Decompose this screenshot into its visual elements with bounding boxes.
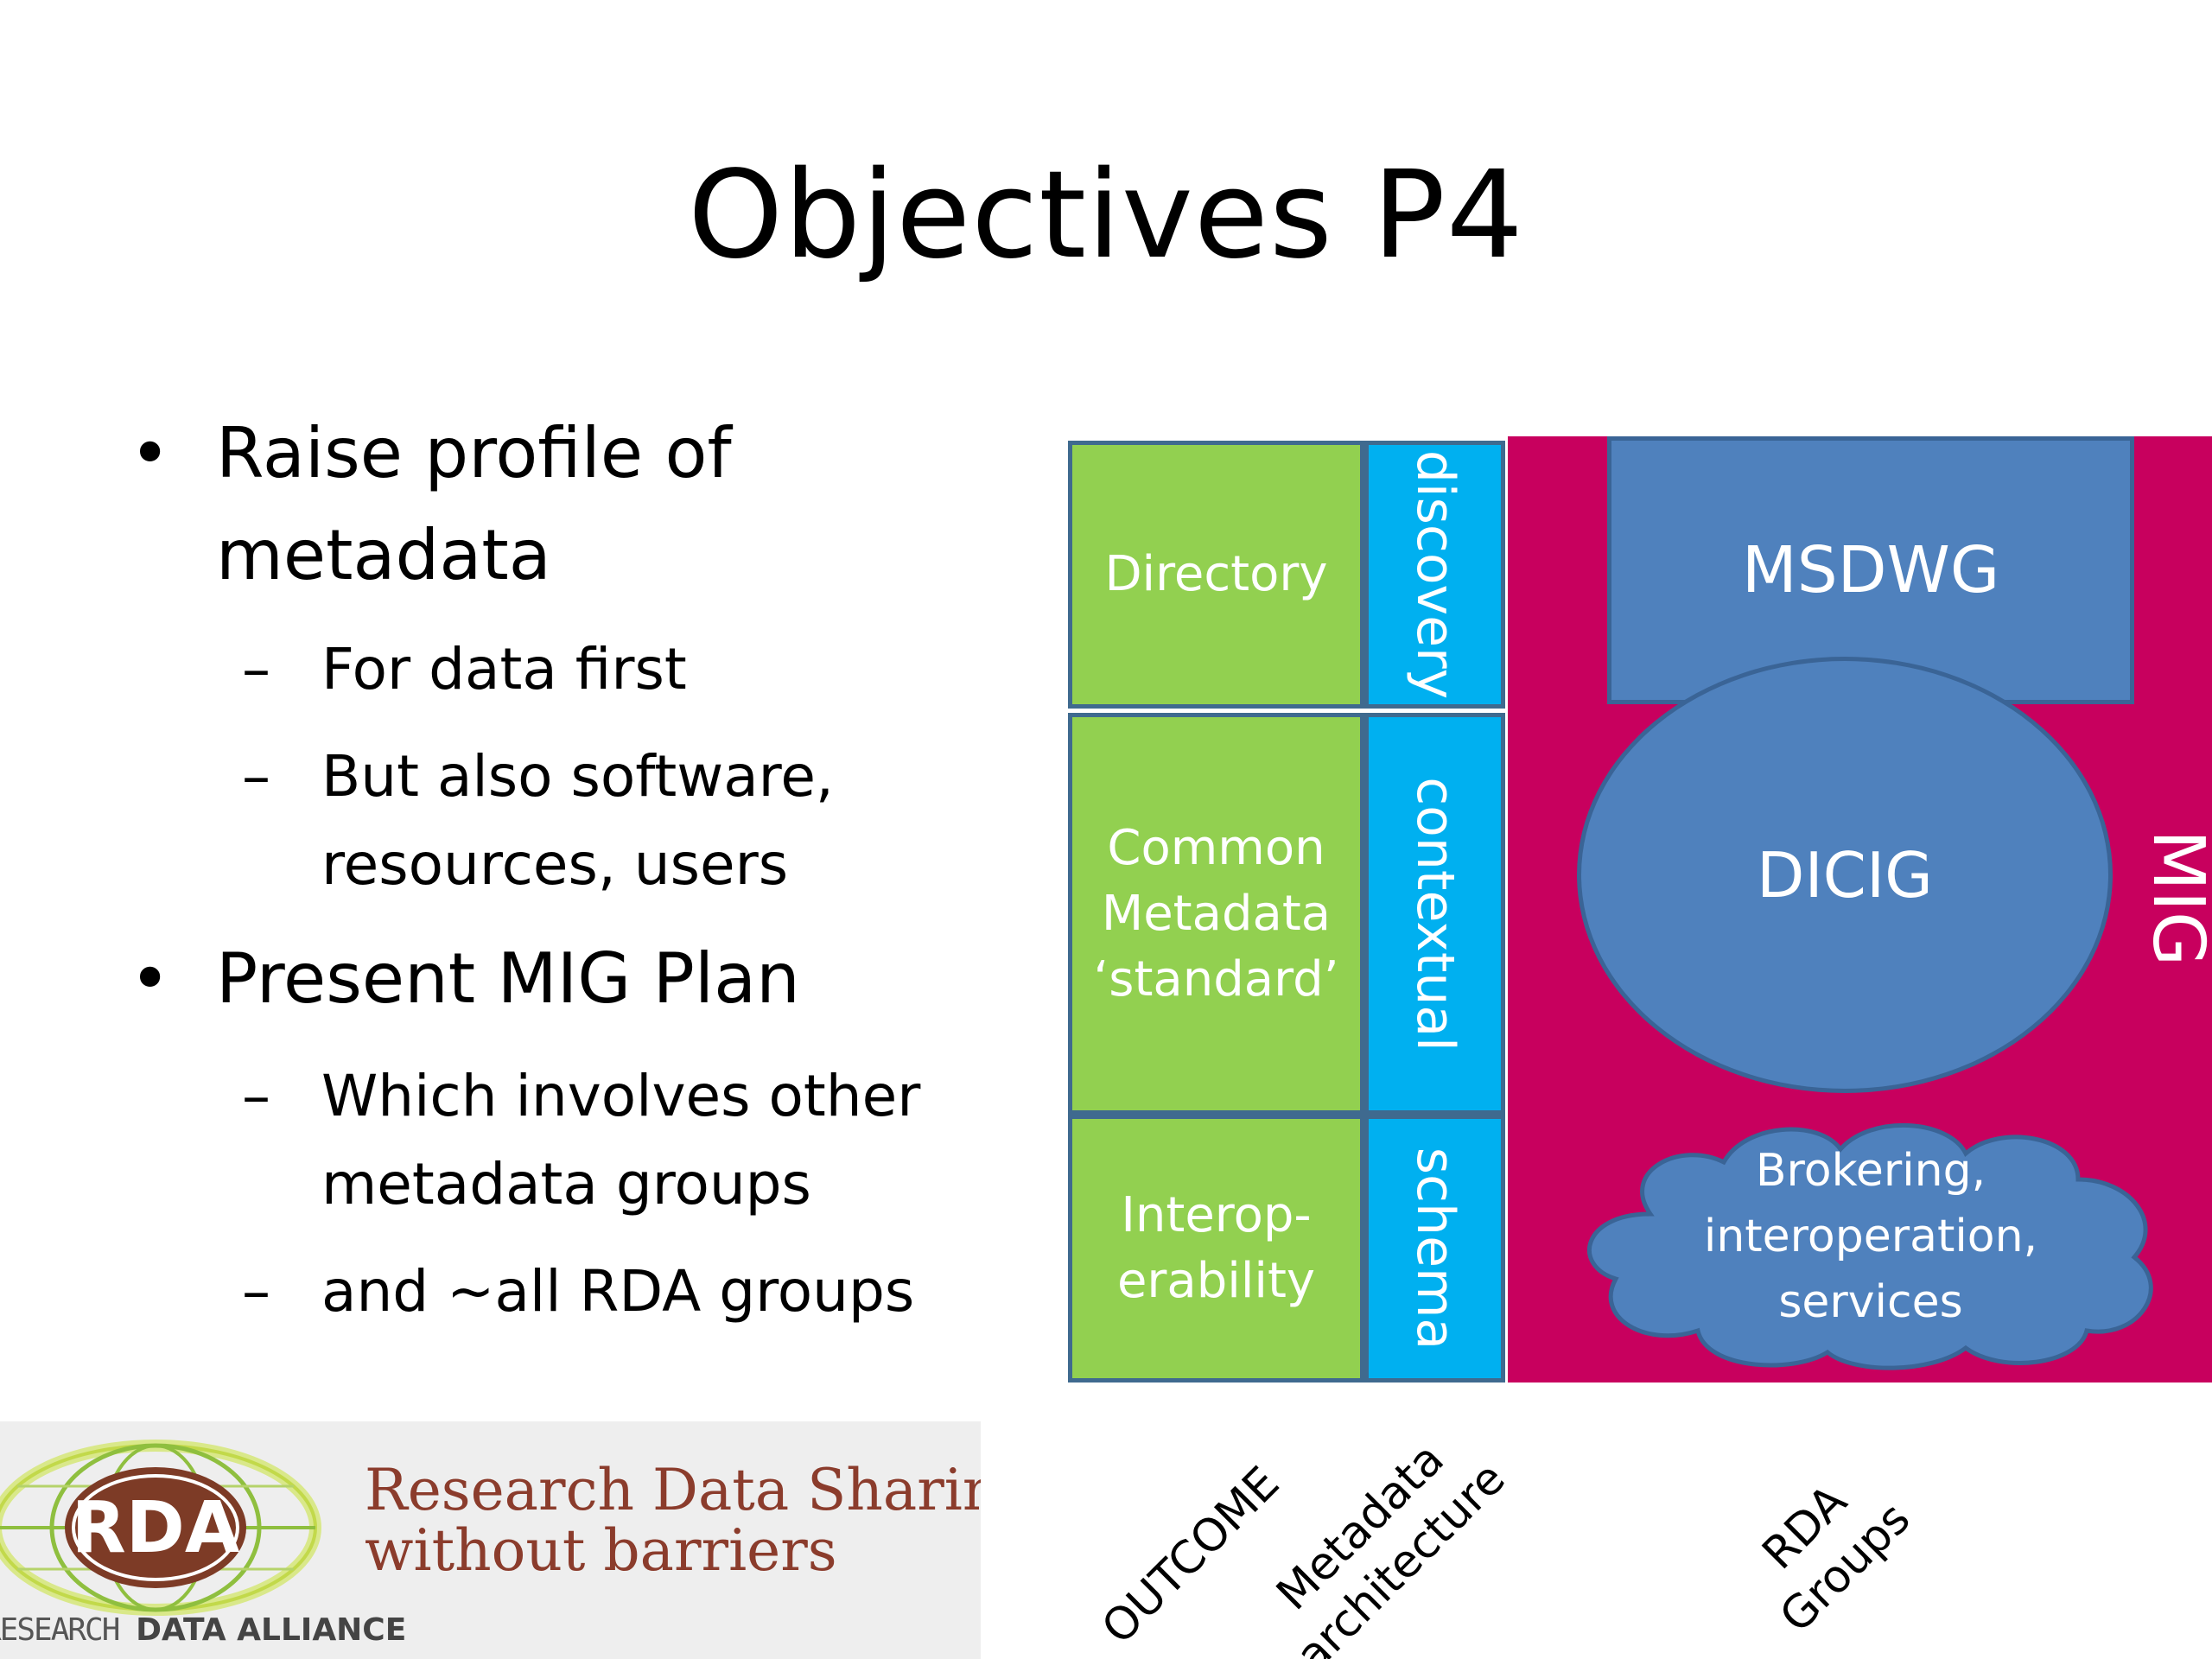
outcome-line: Metadata (1101, 885, 1332, 942)
outcome-box-directory: Directory (1068, 441, 1364, 709)
cloud-line: services (1778, 1276, 1963, 1328)
bullet-dot: • (130, 413, 171, 493)
axis-label-text: OUTCOME (1092, 1457, 1290, 1655)
sub-bullet-dash: – (242, 636, 270, 702)
outcome-line: Common (1107, 819, 1325, 876)
sub-bullet-dash: – (242, 743, 270, 810)
sub-bullet-text: resources, users (321, 831, 789, 898)
cloud-line: interoperation, (1703, 1211, 2038, 1262)
logo-tagline: Research Data Sharing without barriers (365, 1460, 981, 1581)
sub-bullet-text: For data first (321, 636, 687, 702)
outcome-box-interoperability: Interop- erability (1068, 1115, 1364, 1382)
slide-title: Objectives P4 (688, 145, 1524, 286)
rda-mark: RDA (72, 1487, 240, 1569)
axis-label-rda-groups: RDA Groups (1728, 1451, 1922, 1644)
outcome-box-common-metadata: Common Metadata ‘standard’ (1068, 713, 1364, 1115)
dicig-label: DICIG (1757, 838, 1933, 912)
logo-alliance-text: RESEARCH DATA ALLIANCE (0, 1613, 406, 1648)
sub-bullet-dash: – (242, 1063, 270, 1129)
architecture-label: discovery (1404, 449, 1465, 700)
mig-diagram: MIG Directory Common Metadata ‘standard’… (1063, 436, 2212, 1391)
tagline-line: without barriers (365, 1517, 837, 1584)
sub-bullet-text: and ~all RDA groups (321, 1258, 915, 1325)
bullet-text: Raise profile of (216, 413, 732, 493)
axis-label-outcome: OUTCOME (1090, 1455, 1291, 1656)
bullet-dot: • (130, 938, 171, 1019)
sub-bullet-dash: – (242, 1258, 270, 1325)
brokering-cloud: Brokering, interoperation, services (1568, 1110, 2173, 1374)
axis-label-metadata-architecture: Metadata architecture (1244, 1411, 1517, 1659)
cloud-line: Brokering, (1755, 1145, 1986, 1197)
rda-logo-banner: RDA Research Data Sharing without barrie… (0, 1421, 981, 1659)
architecture-label: schema (1404, 1147, 1465, 1351)
mig-label: MIG (2137, 830, 2212, 967)
architecture-box-schema: schema (1364, 1115, 1505, 1382)
sub-bullet-text: metadata groups (321, 1151, 811, 1217)
dicig-circle: DICIG (1577, 657, 2113, 1093)
alliance-prefix: RESEARCH (0, 1612, 120, 1648)
architecture-label: contextual (1404, 776, 1465, 1052)
cloud-shape-icon (1587, 1123, 2153, 1370)
rda-globe-icon: RDA (0, 1440, 321, 1616)
outcome-line: erability (1116, 1253, 1316, 1309)
sub-bullet-text: But also software, (321, 743, 834, 810)
outcome-line: ‘standard’ (1093, 950, 1339, 1007)
outcome-line: Directory (1104, 546, 1328, 602)
outcome-line: Interop- (1121, 1187, 1312, 1243)
bullet-text: metadata (216, 515, 551, 595)
architecture-box-contextual: contextual (1364, 713, 1505, 1115)
bullet-text: Present MIG Plan (216, 938, 800, 1019)
architecture-box-discovery: discovery (1364, 441, 1505, 709)
alliance-bold: DATA ALLIANCE (136, 1612, 407, 1648)
sub-bullet-text: Which involves other (321, 1063, 921, 1129)
tagline-line: Research Data Sharing (365, 1457, 981, 1523)
